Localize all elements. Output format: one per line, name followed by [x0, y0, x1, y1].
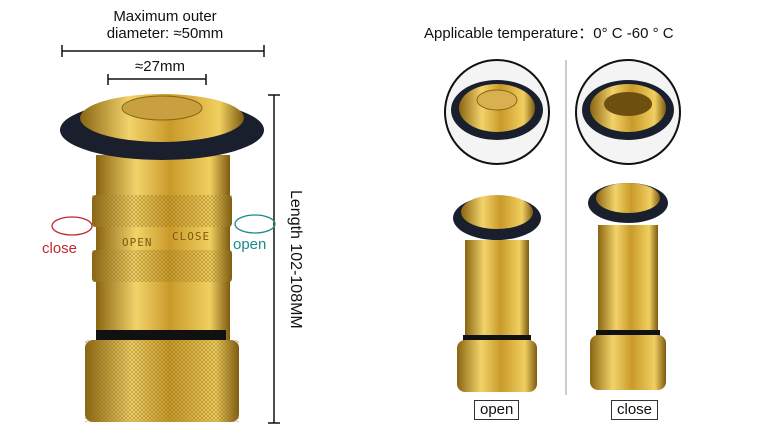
temperature-label: Applicable temperature：0° C -60 ° C [424, 25, 674, 42]
engraving-close: CLOSE [172, 230, 210, 243]
open-state-label: open [474, 400, 520, 420]
engraving-open: OPEN [122, 236, 153, 249]
close-state-label: close [611, 400, 659, 420]
inner-diameter-label: ≈27mm [135, 58, 185, 75]
length-label: Length 102-108MM [287, 190, 304, 329]
max-diameter-label: Maximum outer diameter: ≈50mm [60, 8, 270, 42]
max-diameter-line2: diameter: ≈50mm [106, 25, 224, 42]
close-direction-label: close [42, 240, 78, 257]
dimension-lines [61, 45, 280, 424]
open-direction-label: open [233, 236, 267, 253]
nozzle-close-views [575, 59, 681, 390]
close-rotation-arrow-icon [51, 216, 93, 236]
nozzle-open-views [444, 59, 550, 392]
nozzle-main: OPEN CLOSE [60, 94, 264, 422]
max-diameter-line1: Maximum outer [113, 8, 217, 25]
open-rotation-arrow-icon [234, 214, 276, 234]
